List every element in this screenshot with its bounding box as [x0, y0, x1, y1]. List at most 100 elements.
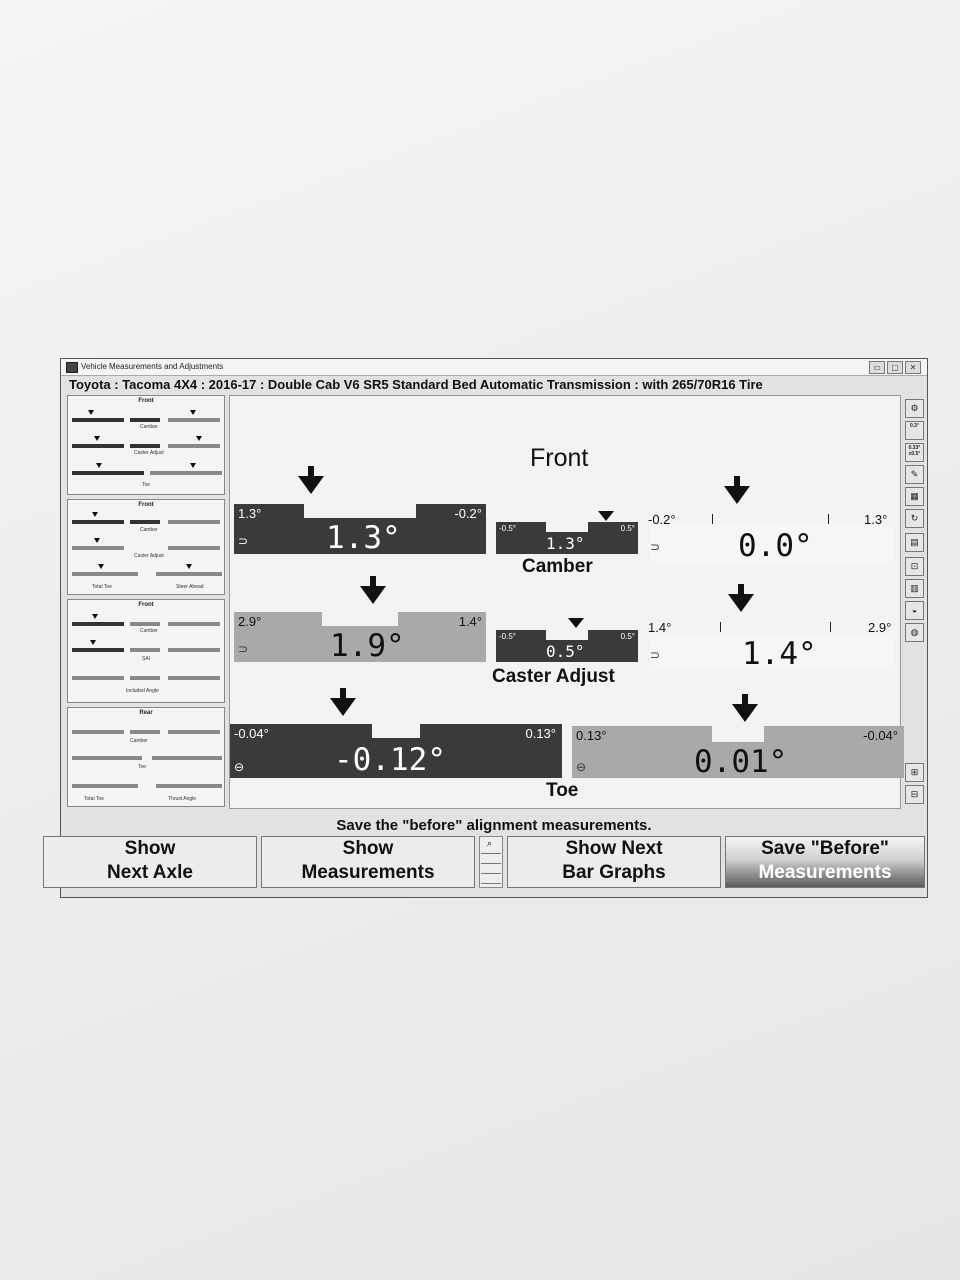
printer-icon[interactable]: ▥	[905, 579, 924, 598]
window-controls: ▭ ▢ ✕	[869, 361, 921, 374]
refresh-icon[interactable]: ↻	[905, 509, 924, 528]
close-icon[interactable]: ✕	[905, 361, 921, 374]
globe-icon[interactable]: ◍	[905, 623, 924, 642]
thumbnail-caption: Camber	[130, 738, 148, 744]
caster-right-max: 2.9°	[868, 620, 892, 635]
toe-left-min: -0.04°	[234, 726, 269, 741]
caster-right-min: 1.4°	[648, 620, 672, 635]
button-line: Show	[342, 838, 394, 859]
caster-wheel-icon: ⊃	[238, 642, 249, 656]
axle-icon[interactable]: ⊟	[905, 785, 924, 804]
caster-cross-bar-graph: -0.5° 0.5° 0.5°	[496, 630, 638, 662]
camber-cross-bar-graph: -0.5° 0.5° 1.3°	[496, 522, 638, 554]
caster-cross-value: 0.5°	[546, 642, 585, 661]
thumbnail-front-steer-ahead[interactable]: Front Camber Caster Adjust Total Toe Ste…	[67, 499, 225, 595]
camber-right-bar-graph: 0.0° ⊃	[650, 514, 894, 564]
caster-left-bar-graph: 2.9° 1.4° 1.9° ⊃	[234, 612, 486, 664]
thumbnail-rear[interactable]: Rear Camber Toe Total Toe Thrust Angle	[67, 707, 225, 807]
camber-right-indicator-stem	[734, 476, 740, 486]
toe-left-max: 0.13°	[525, 726, 556, 741]
caster-left-indicator-stem	[370, 576, 376, 586]
thumbnail-caption: Thrust Angle	[168, 796, 197, 802]
show-measurements-button[interactable]: Show Measurements	[261, 836, 475, 888]
vehicle-lift-icon[interactable]: ⚙	[905, 399, 924, 418]
toe-right-bar-graph: 0.13° -0.04° 0.01° ⊖	[572, 726, 904, 780]
camber-right-indicator-icon	[724, 486, 750, 504]
spec-tolerance-tool[interactable]: 0.3°	[905, 421, 924, 440]
tolerance-text: 0.33°	[908, 445, 921, 451]
thumbnail-caption: Caster Adjust	[134, 450, 164, 456]
app-icon	[66, 362, 78, 373]
camber-right-value: 0.0°	[738, 528, 813, 564]
show-next-axle-button[interactable]: Show Next Axle	[43, 836, 257, 888]
button-line: Bar Graphs	[562, 862, 666, 883]
steering-wheel-icon: ⊖	[234, 760, 245, 774]
window-titlebar: Vehicle Measurements and Adjustments ▭ ▢…	[61, 359, 927, 376]
camber-left-min: 1.3°	[238, 506, 262, 521]
axle-view-icon[interactable]: ⊞	[905, 763, 924, 782]
caster-left-min: 2.9°	[238, 614, 262, 629]
camber-left-indicator-icon	[298, 476, 324, 494]
caster-right-indicator-icon	[728, 594, 754, 612]
camera-icon[interactable]: ◒	[905, 601, 924, 620]
save-before-measurements-button[interactable]: Save "Before" Measurements	[725, 836, 925, 888]
caster-label: Caster Adjust	[492, 666, 615, 687]
window-title: Vehicle Measurements and Adjustments	[81, 362, 224, 371]
thumbnail-front-toe[interactable]: Front Camber Caster Adjust Toe	[67, 395, 225, 495]
tolerance-text: 0.3°	[910, 423, 919, 429]
camber-label: Camber	[522, 556, 593, 577]
caster-left-value: 1.9°	[330, 628, 405, 664]
thumbnail-caption: Total Toe	[92, 584, 112, 590]
sensor-icon[interactable]: ⊡	[905, 557, 924, 576]
camber-cross-min: -0.5°	[499, 524, 516, 533]
thumbnail-caption: Included Angle	[126, 688, 159, 694]
camber-wheel-icon: ⊃	[238, 534, 249, 548]
button-line: Show Next	[565, 838, 663, 859]
toe-label: Toe	[546, 780, 579, 801]
wrench-icon[interactable]: ✎	[905, 465, 924, 484]
button-line: Measurements	[301, 862, 435, 883]
thumbnail-title: Front	[138, 502, 154, 508]
thumbnail-front-sai[interactable]: Front Camber SAI Included Angle	[67, 599, 225, 703]
camber-cross-value: 1.3°	[546, 534, 585, 553]
button-line: Show	[124, 838, 176, 859]
measurement-area: Front 1.3° -0.2° 1.3° ⊃ -0.5° 0.5° 1.3° …	[229, 395, 904, 809]
button-line: Measurements	[758, 862, 892, 883]
toe-right-value: 0.01°	[694, 744, 788, 780]
toe-right-max: -0.04°	[863, 728, 898, 743]
camber-left-bar-graph: 1.3° -0.2° 1.3° ⊃	[234, 504, 486, 556]
caster-left-max: 1.4°	[458, 614, 482, 629]
view-thumbnail-list: Front Camber Caster Adjust Toe Front	[67, 395, 227, 807]
camber-cross-max: 0.5°	[620, 524, 635, 533]
instruction-prompt: Save the "before" alignment measurements…	[336, 817, 652, 834]
page-scroller[interactable]: ⌕	[479, 836, 503, 888]
caster-right-value: 1.4°	[742, 636, 817, 672]
minimize-icon[interactable]: ▭	[869, 361, 885, 374]
caster-cross-min: -0.5°	[499, 632, 516, 641]
right-toolbar: ⚙ 0.3° 0.33°±0.5° ✎ ▦ ↻ ▤ ⊡ ▥ ◒ ◍ ⊞ ⊟	[905, 399, 925, 809]
spec-table-icon[interactable]: ▦	[905, 487, 924, 506]
caster-right-indicator-stem	[738, 584, 744, 594]
spec-range-tool[interactable]: 0.33°±0.5°	[905, 443, 924, 462]
vehicle-description: Toyota : Tacoma 4X4 : 2016-17 : Double C…	[69, 377, 763, 392]
camber-left-indicator-stem	[308, 466, 314, 476]
camber-right-max: 1.3°	[864, 512, 888, 527]
camber-cross-indicator-icon	[598, 511, 614, 521]
toe-left-value: -0.12°	[334, 742, 446, 778]
measurement-readout-icon[interactable]: ▤	[905, 533, 924, 552]
restore-icon[interactable]: ▢	[887, 361, 903, 374]
toe-right-indicator-icon	[732, 704, 758, 722]
thumbnail-caption: Steer Ahead	[176, 584, 204, 590]
steering-wheel-icon: ⊖	[576, 760, 587, 774]
caster-cross-max: 0.5°	[620, 632, 635, 641]
thumbnail-caption: Total Toe	[84, 796, 104, 802]
button-line: Next Axle	[107, 862, 193, 883]
toe-left-bar-graph: -0.04° 0.13° -0.12° ⊖	[230, 724, 562, 778]
axle-title: Front	[530, 444, 589, 472]
toe-right-min: 0.13°	[576, 728, 607, 743]
tolerance-text: ±0.5°	[908, 451, 921, 457]
thumbnail-title: Front	[138, 602, 154, 608]
button-line: Save "Before"	[761, 838, 889, 859]
thumbnail-caption: SAI	[142, 656, 151, 662]
show-next-bar-graphs-button[interactable]: Show Next Bar Graphs	[507, 836, 721, 888]
